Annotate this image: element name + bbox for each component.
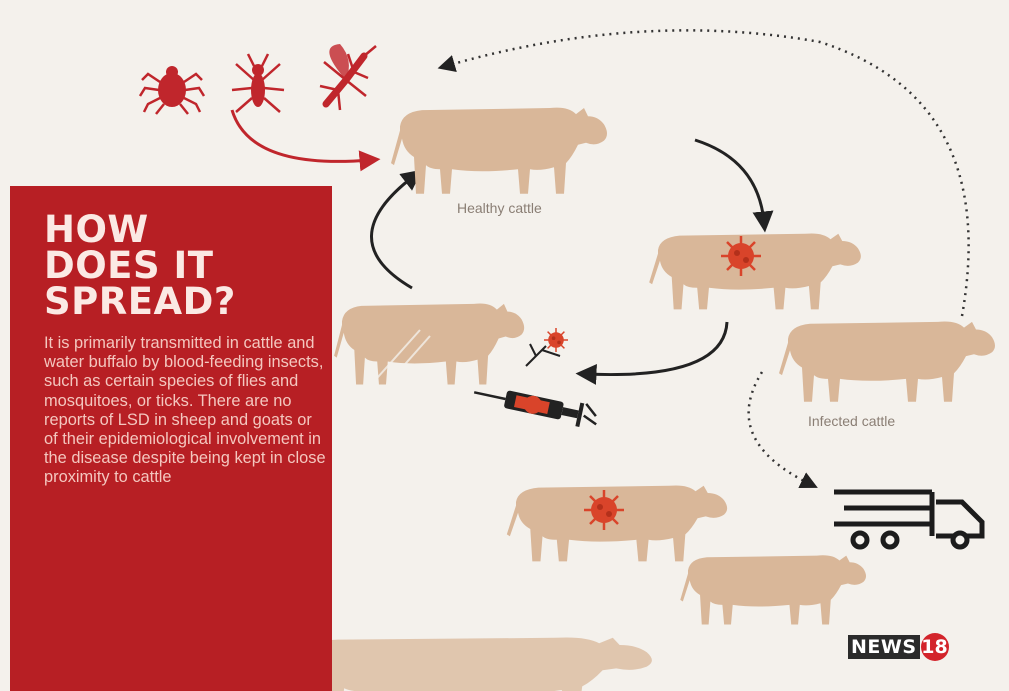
tick-icon bbox=[140, 66, 204, 114]
cycle-arrow-2 bbox=[586, 322, 727, 375]
cycle-arrow-3 bbox=[371, 176, 414, 288]
page-title: HOW DOES IT SPREAD? bbox=[44, 212, 324, 320]
infected-cow-2 bbox=[779, 322, 995, 402]
news18-logo: NEWS 18 bbox=[848, 632, 949, 662]
infected-cattle-label: Infected cattle bbox=[808, 413, 908, 430]
cycle-arrow-1 bbox=[695, 140, 764, 222]
insect-to-cattle-arrow bbox=[232, 110, 370, 161]
logo-number: 18 bbox=[921, 633, 949, 661]
healthy-cattle-label: Healthy cattle bbox=[457, 200, 557, 217]
syringe-icon bbox=[472, 381, 600, 431]
mosquito-icon bbox=[320, 44, 376, 110]
virus-icon bbox=[721, 236, 761, 276]
title-line: HOW bbox=[44, 212, 324, 248]
fly-icon bbox=[232, 54, 284, 112]
cow-with-calf bbox=[334, 304, 524, 385]
virus-icon bbox=[544, 328, 568, 352]
cow-4 bbox=[680, 555, 866, 624]
virus-icon bbox=[584, 490, 624, 530]
transport-dotted-arrow bbox=[749, 372, 810, 484]
logo-news-text: NEWS bbox=[848, 635, 920, 659]
faded-cow bbox=[285, 637, 652, 691]
description-text: It is primarily transmitted in cattle an… bbox=[44, 334, 326, 488]
healthy-cow bbox=[391, 108, 607, 194]
title-line: SPREAD? bbox=[44, 284, 324, 320]
title-line: DOES IT bbox=[44, 248, 324, 284]
truck-icon bbox=[834, 492, 982, 547]
infected-cow-1 bbox=[649, 233, 861, 309]
